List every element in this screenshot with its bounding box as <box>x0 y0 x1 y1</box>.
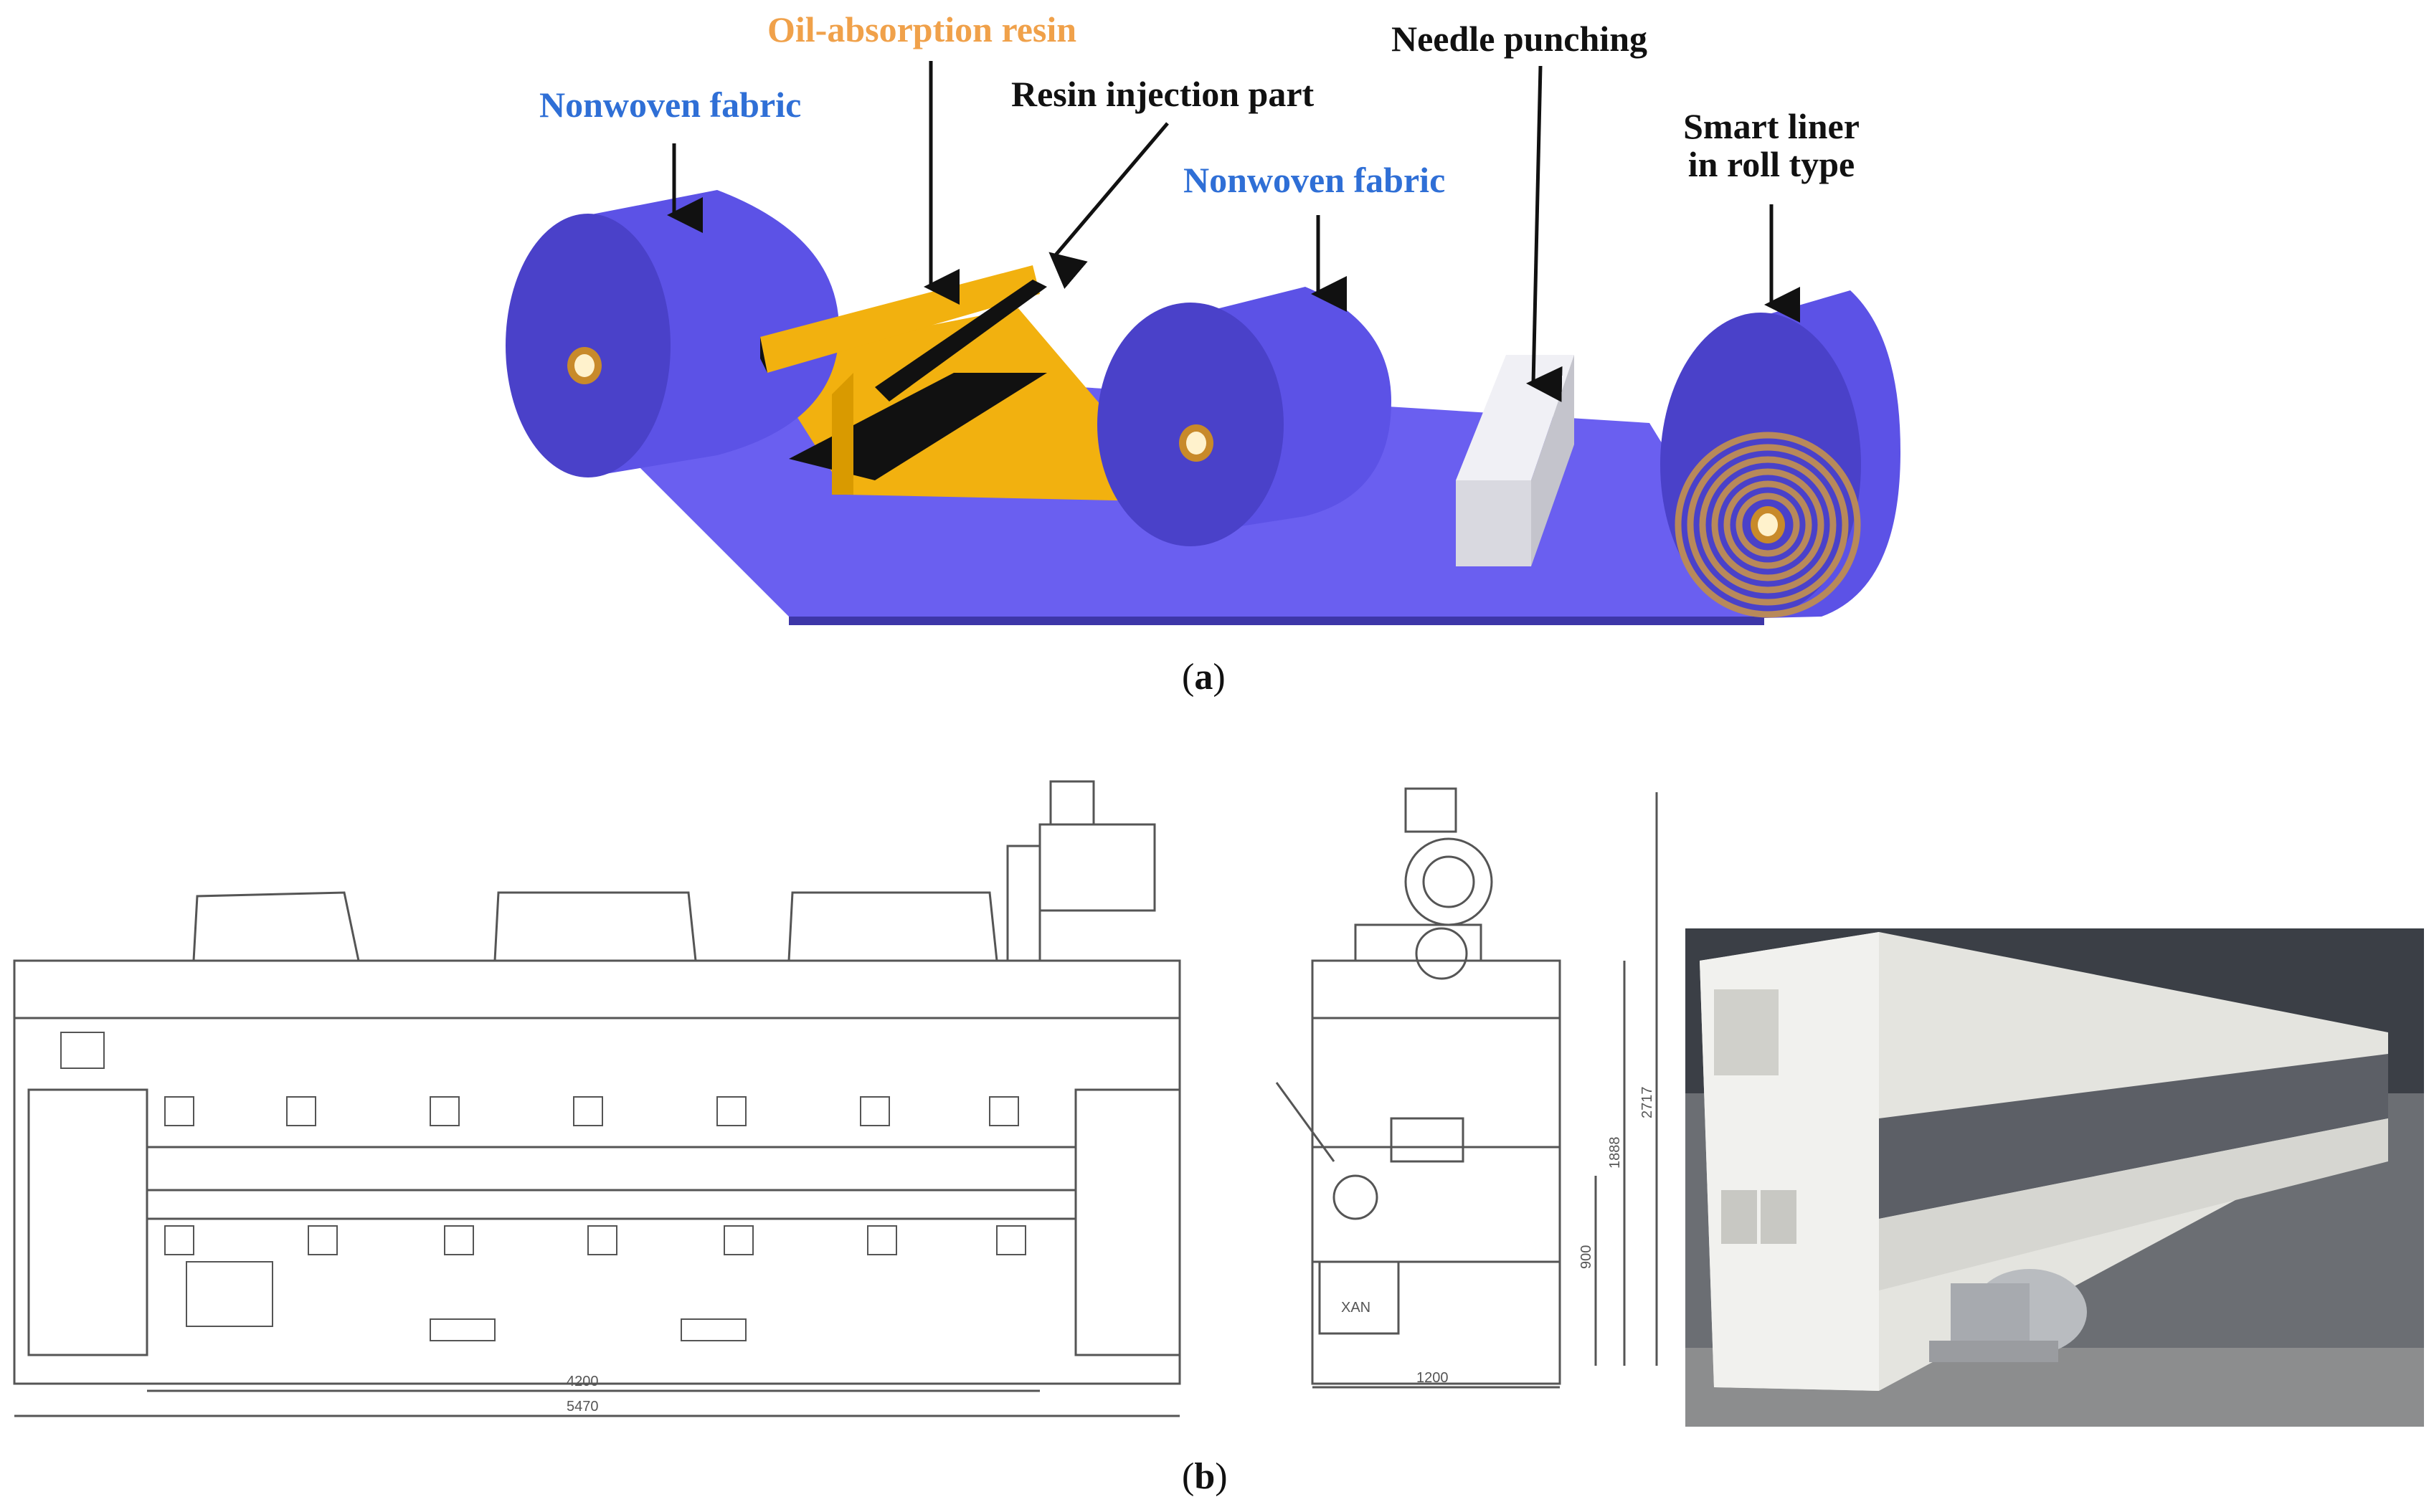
panel-a-diagram <box>506 61 1900 625</box>
side-view-drawing <box>1275 787 1658 1389</box>
caption-b: (b) <box>1182 1456 1228 1497</box>
caption-a-letter: a <box>1194 657 1213 698</box>
label-resin-injection-part: Resin injection part <box>1011 74 1315 114</box>
label-oil-absorption-resin: Oil-absorption resin <box>767 9 1077 49</box>
caption-b-letter: b <box>1194 1456 1216 1497</box>
label-needle-punching: Needle punching <box>1391 19 1648 59</box>
smart-liner-roll <box>1660 290 1900 618</box>
caption-a: (a) <box>1182 657 1226 698</box>
label-smart-liner-line2: in roll type <box>1687 143 1855 184</box>
label-nonwoven-fabric-2: Nonwoven fabric <box>1183 160 1446 200</box>
front-view-drawing <box>13 780 1181 1417</box>
nonwoven-roll-1 <box>506 190 839 477</box>
dim-inner: 4200 <box>567 1374 599 1389</box>
dim-h2: 1888 <box>1607 1137 1623 1169</box>
nonwoven-roll-2 <box>1097 287 1391 546</box>
fabric-belt-edge <box>789 617 1764 625</box>
dim-side-width: 1200 <box>1416 1370 1449 1386</box>
label-arrows <box>667 61 1800 402</box>
dim-outer: 5470 <box>567 1399 599 1414</box>
label-smart-liner-line1: Smart liner <box>1683 106 1860 146</box>
label-nonwoven-fabric-1: Nonwoven fabric <box>539 85 802 125</box>
motor-label: XAN <box>1341 1300 1370 1316</box>
dim-h3: 2717 <box>1639 1087 1655 1119</box>
label-smart-liner: Smart liner in roll type <box>1678 108 1865 183</box>
machine-photo <box>1685 928 2424 1427</box>
dim-h1: 900 <box>1578 1245 1594 1269</box>
resin-injection-part <box>760 265 1047 495</box>
